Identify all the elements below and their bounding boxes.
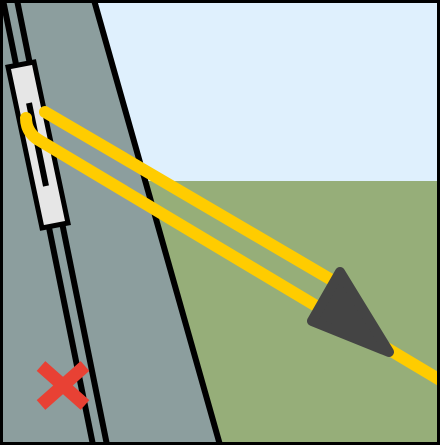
red-x-icon [36,361,90,410]
path-upper-line [39,106,336,285]
arrowhead-icon [307,267,394,357]
road-right-edge [91,0,223,445]
path-start-hook [20,112,43,145]
